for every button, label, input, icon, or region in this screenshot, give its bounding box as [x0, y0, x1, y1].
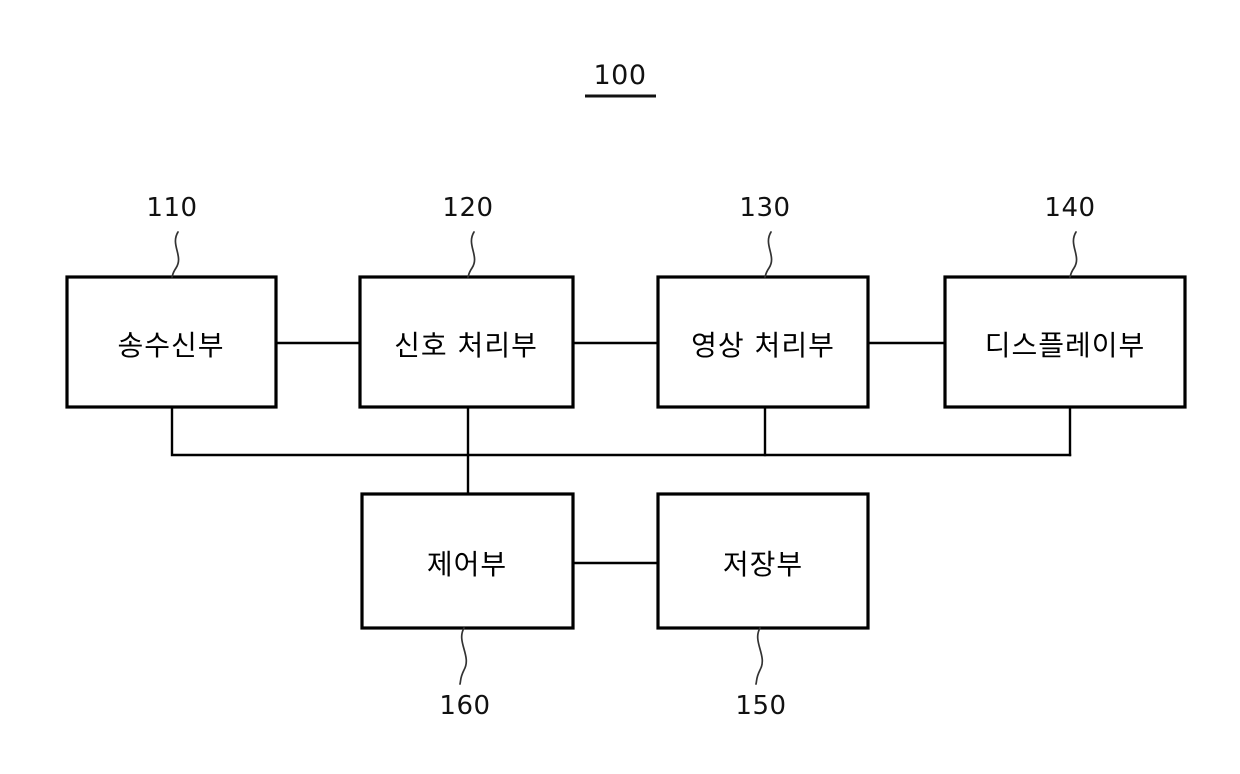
ref-number-150: 150 [735, 691, 786, 721]
block-110-label: 송수신부 [117, 329, 224, 362]
block-150-label: 저장부 [723, 548, 803, 581]
ref-number-110: 110 [146, 193, 197, 223]
block-140-rect[interactable] [943, 275, 1187, 409]
block-130-rect[interactable] [656, 275, 870, 409]
block-150[interactable]: 저장부 [656, 492, 870, 630]
leader-line-130 [764, 231, 773, 278]
bus-line-main [170, 405, 1072, 457]
block-160-label: 제어부 [427, 548, 507, 581]
block-130-label: 영상 처리부 [691, 329, 835, 362]
leader-line-120 [467, 231, 476, 278]
ref-number-120: 120 [442, 193, 493, 223]
block-110-rect[interactable] [65, 275, 278, 409]
block-120[interactable]: 신호 처리부 [358, 275, 575, 409]
leader-line-160 [459, 627, 468, 685]
ref-number-130: 130 [739, 193, 790, 223]
block-140[interactable]: 디스플레이부 [943, 275, 1187, 409]
block-130[interactable]: 영상 처리부 [656, 275, 870, 409]
leader-line-110 [171, 231, 180, 278]
block-110[interactable]: 송수신부 [65, 275, 278, 409]
leader-line-140 [1069, 231, 1078, 278]
block-120-label: 신호 처리부 [394, 329, 538, 362]
block-160[interactable]: 제어부 [360, 492, 575, 630]
ref-number-140: 140 [1044, 193, 1095, 223]
ref-number-160: 160 [439, 691, 490, 721]
block-140-label: 디스플레이부 [985, 329, 1146, 362]
block-160-rect[interactable] [360, 492, 575, 630]
block-150-rect[interactable] [656, 492, 870, 630]
block-120-rect[interactable] [358, 275, 575, 409]
figure-title: 100 [593, 60, 646, 91]
leader-line-150 [755, 627, 764, 685]
